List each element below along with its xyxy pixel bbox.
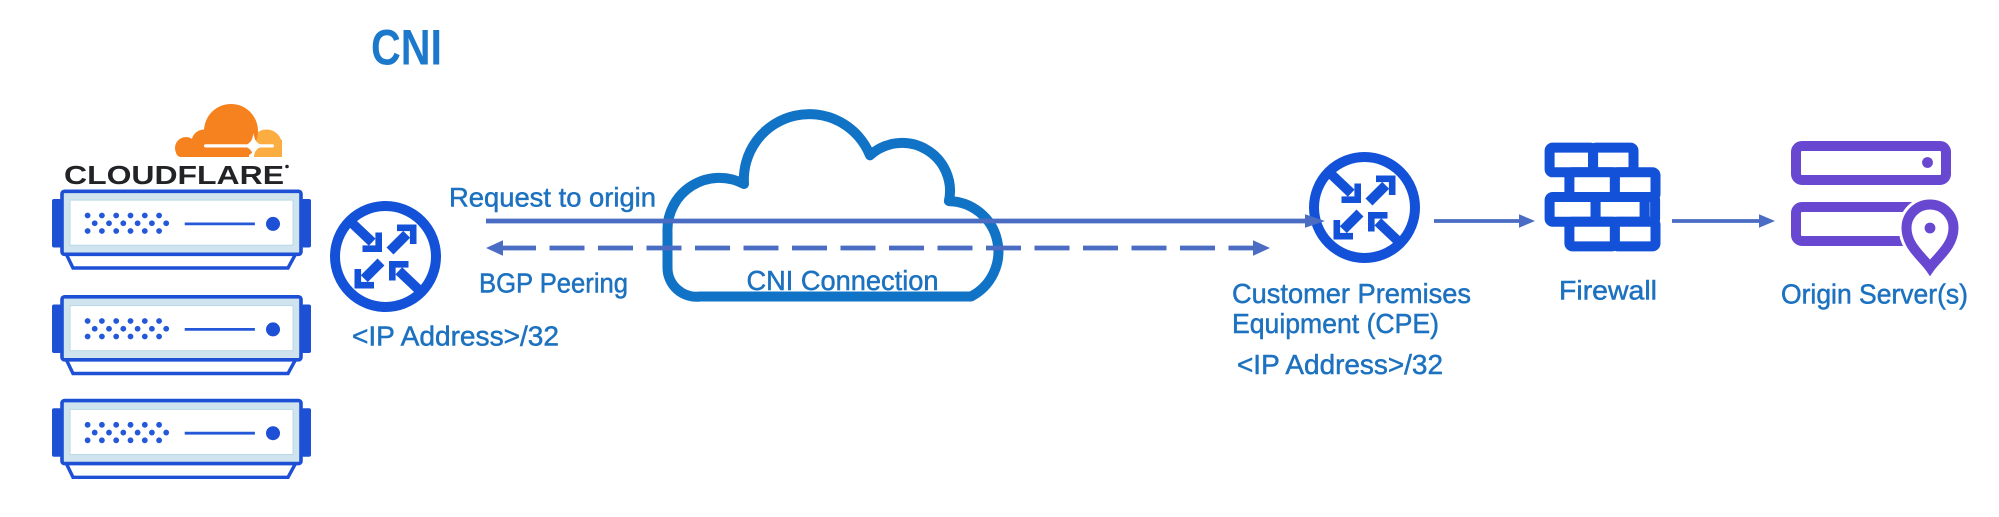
svg-text:<IP Address>/32: <IP Address>/32 (1237, 349, 1443, 380)
svg-text:<IP Address>/32: <IP Address>/32 (352, 321, 559, 352)
svg-text:CLOUDFLARE: CLOUDFLARE (64, 162, 284, 190)
svg-text:Origin Server(s): Origin Server(s) (1781, 279, 1968, 310)
svg-text:Equipment (CPE): Equipment (CPE) (1232, 308, 1439, 339)
svg-text:BGP Peering: BGP Peering (479, 268, 628, 299)
svg-text:CNI Connection: CNI Connection (747, 265, 939, 296)
svg-text:CNI: CNI (371, 19, 442, 76)
svg-text:Customer Premises: Customer Premises (1232, 278, 1471, 309)
svg-text:Firewall: Firewall (1559, 276, 1657, 306)
svg-text:Request to origin: Request to origin (449, 183, 656, 213)
